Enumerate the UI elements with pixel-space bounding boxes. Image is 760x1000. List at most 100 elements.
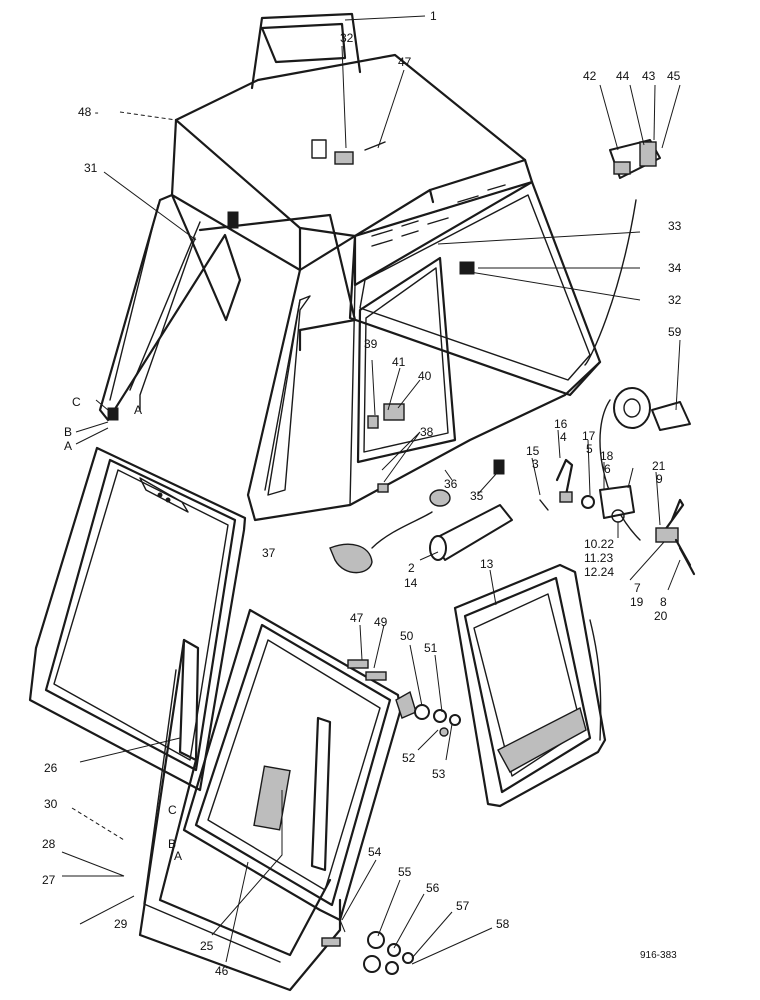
lower-bracket [377, 483, 389, 493]
cab-body [98, 12, 602, 522]
roof-handle [250, 12, 362, 90]
roof-vents [371, 184, 506, 247]
label-49: 49 [374, 615, 388, 629]
label-43: 43 [642, 69, 656, 83]
label-28: 28 [42, 837, 56, 851]
keys [674, 538, 696, 576]
roof-label-plate [311, 139, 327, 159]
drawing-code: 916-383 [640, 950, 677, 961]
hinge-bracket [227, 211, 239, 229]
label-42: 42 [583, 69, 597, 83]
lever [555, 458, 574, 502]
ref-B-body: B [64, 425, 72, 439]
label-34: 34 [668, 261, 682, 275]
label-15: 15 [526, 444, 540, 458]
lower-hinge [107, 407, 119, 421]
roof-rim [170, 118, 534, 272]
roof-latch [334, 151, 354, 165]
label-38: 38 [420, 425, 434, 439]
label-32-right: 32 [668, 293, 682, 307]
ref-A-glass: A [174, 849, 182, 863]
lock-detail [599, 387, 691, 541]
window-rod [198, 213, 357, 352]
side-wall [246, 268, 602, 522]
label-46: 46 [215, 964, 229, 978]
side-window-opening [356, 256, 457, 464]
label-26: 26 [44, 761, 58, 775]
roof-panel [174, 53, 527, 238]
ref-A-body: A [64, 439, 72, 453]
label-41: 41 [392, 355, 406, 369]
lock-body [599, 485, 635, 519]
side-quarter-panel [267, 295, 311, 496]
label-40: 40 [418, 369, 432, 383]
label-2: 2 [408, 561, 415, 575]
label-1: 1 [430, 9, 437, 23]
label-54: 54 [368, 845, 382, 859]
label-10-22: 10.22 [584, 537, 614, 551]
leader-lines [61, 15, 681, 965]
door-frame [182, 608, 402, 922]
label-45: 45 [667, 69, 681, 83]
ref-A-rod: A [134, 403, 142, 417]
bump-stop [429, 489, 451, 507]
label-27: 27 [42, 873, 56, 887]
callout-labels: 1 32 47 48 - 31 42 44 43 45 33 34 32 59 … [42, 9, 682, 978]
key-lever [663, 498, 685, 532]
label-30: 30 [44, 797, 58, 811]
dome-lamp [329, 511, 433, 574]
label-58: 58 [496, 917, 510, 931]
ref-C-glass: C [168, 803, 177, 817]
label-7: 7 [634, 581, 641, 595]
label-20: 20 [654, 609, 668, 623]
windscreen-frame [28, 446, 247, 792]
label-14: 14 [404, 576, 418, 590]
label-47-door: 47 [350, 611, 364, 625]
label-18: 18 [600, 449, 614, 463]
label-57: 57 [456, 899, 470, 913]
label-21: 21 [652, 459, 666, 473]
label-50: 50 [400, 629, 414, 643]
rear-frame [348, 180, 602, 397]
label-17: 17 [582, 429, 596, 443]
rear-door [453, 563, 607, 808]
label-4: 4 [560, 430, 567, 444]
ref-B-glass: B [168, 837, 176, 851]
label-31: 31 [84, 161, 98, 175]
hinge-hardware [321, 690, 461, 975]
label-35: 35 [470, 489, 484, 503]
label-6: 6 [604, 462, 611, 476]
label-19: 19 [630, 595, 644, 609]
switch-housing [383, 403, 405, 421]
label-16: 16 [554, 417, 568, 431]
handle-assembly [429, 458, 696, 576]
label-47-top: 47 [398, 55, 412, 69]
label-53: 53 [432, 767, 446, 781]
label-51: 51 [424, 641, 438, 655]
switch [367, 415, 379, 429]
label-56: 56 [426, 881, 440, 895]
label-39: 39 [364, 337, 378, 351]
label-44: 44 [616, 69, 630, 83]
label-32-top: 32 [340, 31, 354, 45]
latch-detail [584, 139, 661, 366]
label-55: 55 [398, 865, 412, 879]
label-12-24: 12.24 [584, 565, 614, 579]
label-9: 9 [656, 472, 663, 486]
glass-channel [310, 716, 332, 872]
label-36: 36 [444, 477, 458, 491]
door-catch [493, 459, 505, 475]
label-33: 33 [668, 219, 682, 233]
label-48: 48 - [78, 105, 99, 119]
seal-strip [253, 765, 291, 831]
label-29: 29 [114, 917, 128, 931]
stay-bracket [459, 261, 475, 275]
label-5: 5 [586, 442, 593, 456]
label-11-23: 11.23 [584, 551, 613, 565]
label-13: 13 [480, 557, 494, 571]
ref-C-body: C [72, 395, 81, 409]
label-37: 37 [262, 546, 276, 560]
label-52: 52 [402, 751, 416, 765]
label-8: 8 [660, 595, 667, 609]
